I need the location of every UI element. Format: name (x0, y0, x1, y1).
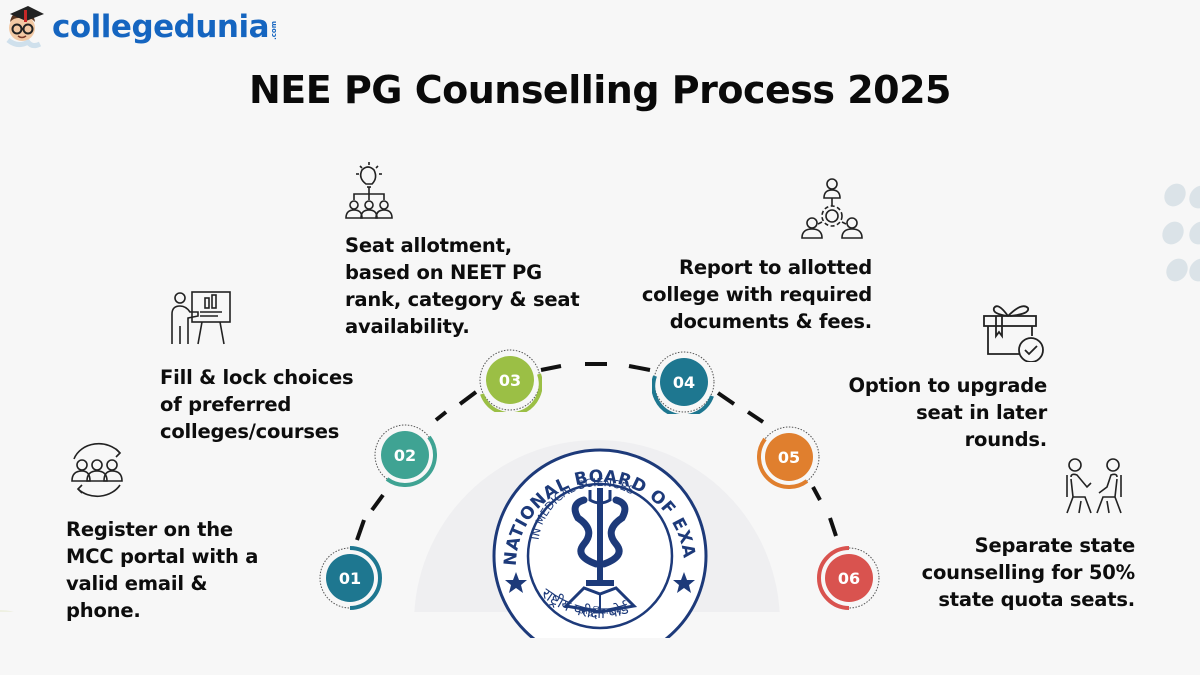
step-line: of preferred (160, 393, 292, 416)
step-01-text: Register on the MCC portal with a valid … (66, 516, 306, 624)
consultation-icon (1066, 458, 1122, 514)
step-node-05[interactable]: 05 (757, 425, 821, 489)
step-03-text: Seat allotment, based on NEET PG rank, c… (345, 232, 615, 340)
step-02-text: Fill & lock choices of preferred college… (160, 364, 390, 445)
step-number: 03 (498, 370, 522, 390)
step-04-text: Report to allotted college with required… (600, 254, 872, 335)
step-line: documents & fees. (669, 310, 872, 333)
step-line: phone. (66, 599, 141, 622)
step-line: Register on the (66, 518, 233, 541)
seal-hindi-small: आयुर्विज्ञान में (578, 605, 622, 617)
step-node-04[interactable]: 04 (652, 350, 716, 414)
step-line: based on NEET PG (345, 261, 542, 284)
dots-decoration (1162, 183, 1200, 282)
gift-check-icon (983, 305, 1044, 362)
step-number: 06 (837, 568, 861, 588)
people-cycle-icon (71, 442, 123, 498)
step-line: seat in later (916, 401, 1047, 424)
step-node-01[interactable]: 01 (318, 546, 382, 610)
step-line: rounds. (964, 428, 1048, 451)
step-line: counselling for 50% (921, 561, 1136, 584)
presenter-chart-icon (171, 291, 231, 345)
step-line: availability. (345, 315, 470, 338)
step-line: Seat allotment, (345, 234, 512, 257)
page-title: NEE PG Counselling Process 2025 (249, 68, 952, 112)
step-line: Separate state (974, 534, 1136, 557)
brand-name: collegedunia (52, 8, 270, 45)
step-line: colleges/courses (160, 420, 340, 443)
step-line: MCC portal with a (66, 545, 259, 568)
team-gear-icon (801, 178, 863, 239)
mascot-icon (4, 4, 48, 50)
step-node-02[interactable]: 02 (373, 423, 437, 487)
step-line: college with required (641, 283, 872, 306)
idea-team-icon (345, 162, 393, 219)
step-number: 02 (393, 445, 417, 465)
step-number: 01 (338, 568, 362, 588)
step-line: valid email & (66, 572, 208, 595)
step-line: Option to upgrade (848, 374, 1048, 397)
step-node-03[interactable]: 03 (478, 348, 542, 412)
step-number: 04 (672, 372, 696, 392)
step-06-text: Separate state counselling for 50% state… (880, 532, 1136, 613)
brand-logo[interactable]: collegedunia .com (4, 2, 278, 52)
step-05-text: Option to upgrade seat in later rounds. (800, 372, 1048, 453)
nbems-seal-logo: NATIONAL BOARD OF EXAMINATIONS IN MEDICA… (486, 448, 708, 638)
step-line: Report to allotted (679, 256, 872, 279)
step-number: 05 (777, 447, 801, 467)
step-line: rank, category & seat (345, 288, 580, 311)
step-line: Fill & lock choices (160, 366, 354, 389)
step-line: state quota seats. (938, 588, 1135, 611)
step-node-06[interactable]: 06 (817, 546, 881, 610)
